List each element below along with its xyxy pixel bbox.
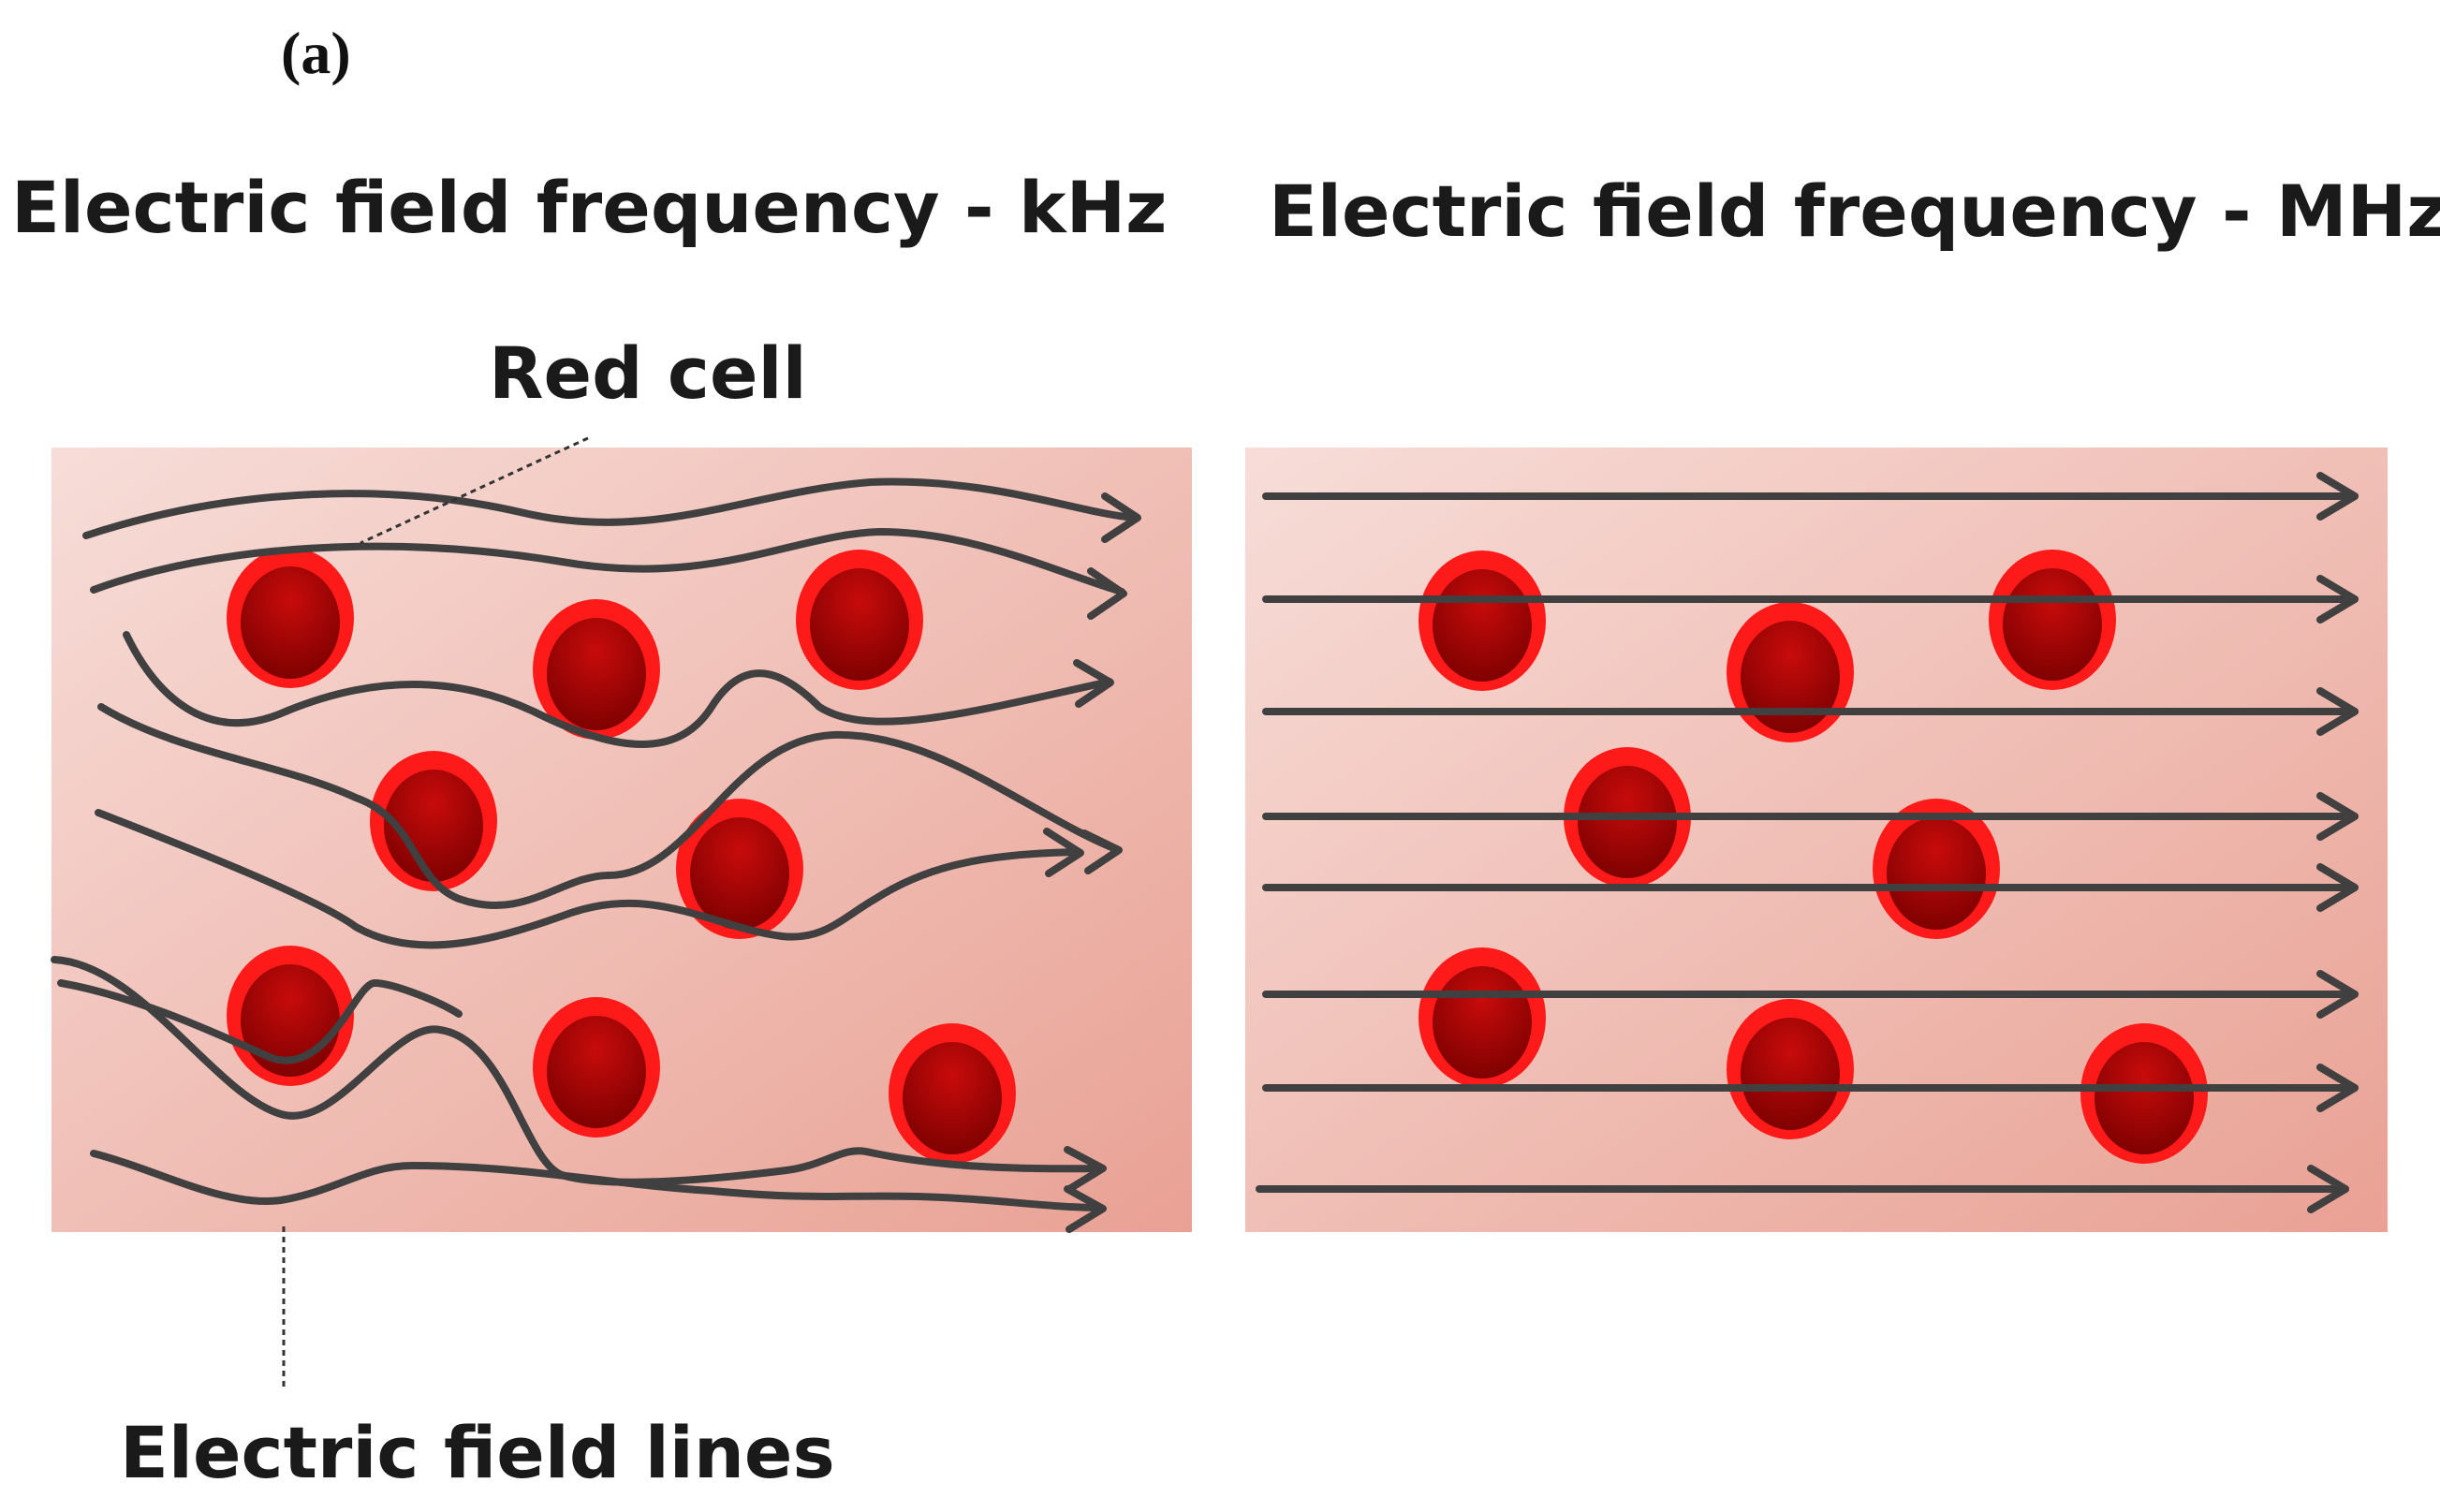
field-line — [95, 809, 1082, 949]
red-cell-leader-line — [360, 436, 589, 545]
left-panel — [51, 448, 1192, 1233]
field-line — [1087, 567, 1127, 620]
field-line — [57, 979, 463, 1064]
right-panel — [1245, 448, 2388, 1232]
red-cell — [533, 599, 660, 740]
red-cell — [2080, 1023, 2208, 1164]
red-cell-label: Red cell — [489, 331, 807, 415]
red-cell — [1418, 947, 1546, 1088]
field-line — [123, 631, 1113, 748]
field-line — [2316, 575, 2359, 624]
field-line — [1073, 659, 1114, 708]
red-cell — [1727, 602, 1854, 742]
field-line — [2316, 1064, 2359, 1112]
panel-label: (a) — [281, 20, 351, 86]
field-line — [1080, 829, 1123, 874]
right-cells — [1418, 550, 2208, 1164]
field-line — [2316, 863, 2359, 912]
red-cell — [227, 548, 354, 688]
field-line — [2307, 1165, 2349, 1213]
red-cell — [676, 799, 803, 939]
right-field-lines — [1256, 472, 2359, 1213]
field-line — [2316, 687, 2359, 736]
left-panel-title: Electric field frequency - kHz — [11, 166, 1167, 249]
field-lines-label: Electric field lines — [120, 1411, 835, 1494]
field-line — [51, 956, 1104, 1186]
red-cell — [533, 997, 660, 1138]
red-cell — [1989, 550, 2116, 690]
field-line — [97, 703, 1120, 909]
red-cell — [889, 1023, 1016, 1164]
field-line — [2316, 970, 2359, 1019]
red-cell — [1727, 999, 1854, 1139]
field-line — [90, 1150, 1104, 1211]
red-cell — [796, 550, 923, 690]
field-line — [90, 528, 1125, 595]
right-panel-title: Electric field frequency - MHz — [1269, 169, 2440, 253]
red-cell — [1873, 799, 2000, 939]
field-line — [1064, 1146, 1107, 1193]
field-line — [82, 477, 1139, 539]
field-line — [2316, 792, 2359, 841]
field-line — [1064, 1185, 1107, 1233]
red-cell — [370, 751, 497, 891]
field-line — [2316, 472, 2359, 521]
red-cell — [1418, 550, 1546, 691]
field-line — [1101, 492, 1141, 543]
red-cell — [227, 946, 354, 1086]
field-line — [1043, 828, 1084, 877]
left-field-lines — [51, 477, 1141, 1233]
